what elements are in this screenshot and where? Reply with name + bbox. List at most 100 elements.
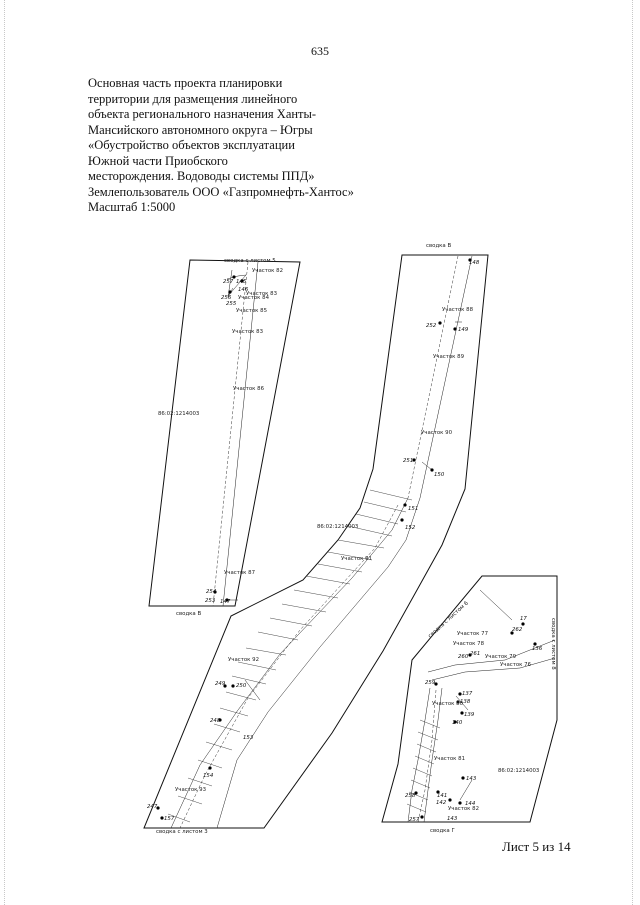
survey-point (460, 711, 464, 715)
right-corridor-line (431, 657, 556, 681)
point-number: 151 (408, 506, 418, 512)
survey-point (430, 468, 434, 472)
survey-point (240, 279, 244, 283)
point-number: 247 (147, 804, 158, 810)
point-number: 138 (460, 699, 471, 705)
parcel-label: Участок 88 (442, 307, 474, 313)
title-line: объекта регионального назначения Ханты- (88, 107, 317, 121)
point-number: 136 (532, 646, 543, 652)
survey-point (400, 518, 404, 522)
point-number: 248 (210, 718, 221, 724)
survey-point (434, 682, 438, 686)
center-pipe-route (421, 461, 433, 471)
point-number: 150 (434, 472, 445, 478)
parcel-label: Участок 78 (453, 641, 485, 647)
survey-point (458, 692, 462, 696)
parcel-label: Участок 83 (232, 329, 263, 335)
point-number: 262 (512, 627, 523, 633)
center-corridor-line (419, 255, 473, 499)
point-number: 157 (164, 816, 175, 822)
title-block: Основная часть проекта планировки террит… (88, 76, 418, 216)
point-number: 139 (464, 712, 475, 718)
right-sheet-frame (381, 575, 558, 823)
point-number: 144 (465, 801, 476, 807)
point-number: 147 (220, 599, 231, 605)
point-number: 153 (243, 735, 254, 741)
center-axis-line (407, 255, 459, 499)
parcel-label: Участок 84 (238, 295, 270, 301)
survey-point (213, 590, 217, 594)
right-corridor-line (427, 639, 556, 673)
page-number: 635 (311, 44, 329, 58)
parcel-label: Участок 93 (175, 787, 206, 793)
cadastral-number: 86:02:1214003 (317, 524, 358, 530)
survey-point (468, 258, 472, 262)
parcel-label: Участок 87 (224, 570, 255, 576)
title-line: Мансийского автономного округа – Югры (88, 122, 313, 137)
survey-point (436, 790, 440, 794)
title-line: Землепользователь ООО «Газпромнефть-Хант… (88, 184, 354, 199)
right-sheet: сводка с листом 6 сводка с листом 8 свод… (381, 575, 558, 834)
point-number: 249 (215, 681, 226, 687)
center-corridor-line (216, 497, 421, 829)
survey-point (521, 622, 525, 626)
survey-point (160, 816, 164, 820)
point-number: 148 (469, 260, 480, 266)
point-number: 250 (236, 683, 247, 689)
survey-point (223, 684, 227, 688)
point-number: 254 (206, 589, 217, 595)
survey-point (403, 503, 407, 507)
right-pipe-route (455, 695, 469, 711)
match-label: сводка В (176, 611, 201, 617)
right-pipe-route (459, 779, 473, 801)
sheet-counter: Лист 5 из 14 (502, 839, 571, 854)
survey-point (228, 290, 232, 294)
match-label: сводка с листом 8 (550, 618, 556, 670)
parcel-label: Участок 79 (485, 654, 517, 660)
point-number: 255 (226, 301, 237, 307)
center-axis-line (179, 504, 399, 829)
point-number: 154 (203, 773, 214, 779)
survey-point (458, 801, 462, 805)
right-corridor-line (407, 687, 431, 823)
title-line: территории для размещения линейного (88, 91, 298, 106)
survey-point (232, 275, 236, 279)
parcel-label: Участок 81 (434, 756, 465, 762)
left-corridor-line (222, 261, 259, 607)
hatched-zone (167, 489, 413, 823)
survey-point (456, 700, 460, 704)
parcel-label: Участок 89 (433, 354, 465, 360)
parcel-label: Участок 92 (228, 657, 259, 663)
right-corridor-line (479, 589, 513, 621)
survey-point (453, 327, 457, 331)
right-axis-line (417, 689, 437, 823)
point-number: 253 (205, 598, 216, 604)
right-corridor-line (423, 687, 443, 823)
point-number: 143 (447, 816, 458, 822)
title-line: «Обустройство объектов эксплуатации (88, 138, 295, 152)
title-line: Основная часть проекта планировки (88, 76, 283, 90)
point-number: 145 (236, 279, 247, 285)
point-number: 257 (409, 817, 420, 823)
survey-point (420, 815, 424, 819)
survey-point (156, 806, 160, 810)
parcel-label: Участок 82 (448, 806, 479, 812)
point-number: 149 (458, 327, 469, 333)
left-axis-line (212, 261, 249, 607)
survey-point (218, 718, 222, 722)
cadastral-number: 86:02:1214003 (498, 768, 539, 774)
parcel-label: Участок 82 (252, 268, 283, 274)
survey-point (412, 458, 416, 462)
survey-point (208, 766, 212, 770)
survey-point (453, 720, 457, 724)
match-label: сводка с листом 3 (156, 829, 208, 835)
parcel-label: Участок 77 (457, 631, 488, 637)
center-sheet: сводка В сводка с листом 3 86:02:1214003… (143, 243, 489, 835)
survey-point (448, 798, 452, 802)
survey-point (461, 776, 465, 780)
match-label: сводка В (426, 243, 451, 249)
point-number: 251 (403, 458, 413, 464)
parcel-label: Участок 86 (233, 386, 265, 392)
match-label: сводка с листом 5 (224, 258, 276, 264)
